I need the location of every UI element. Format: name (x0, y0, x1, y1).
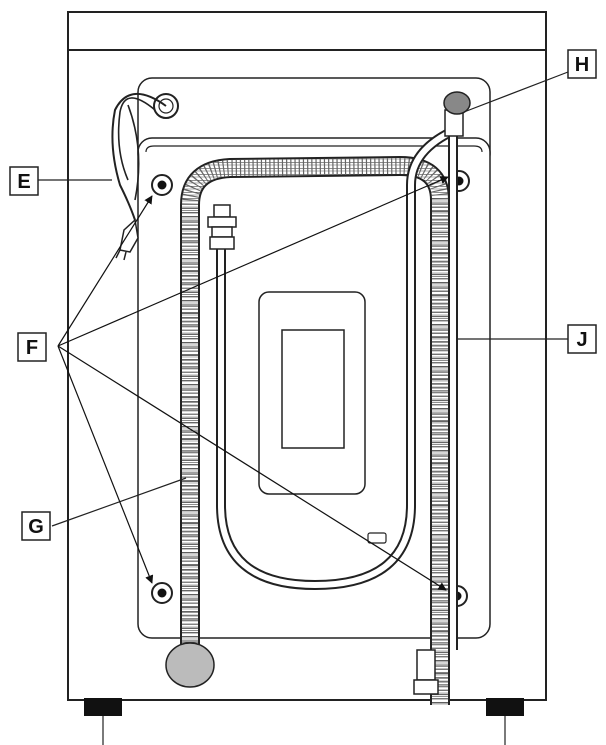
transit-bolt-bottom-left (151, 582, 173, 604)
callout-g: G (21, 511, 51, 541)
callout-e: E (9, 166, 39, 196)
leader-g (51, 477, 187, 527)
drain-hose-outlet (165, 642, 215, 688)
leader-f-arrows (57, 176, 449, 591)
callout-j: J (567, 324, 597, 354)
inlet-hose-end-fitting (413, 649, 439, 695)
callout-f: F (17, 332, 47, 362)
filter-tab (367, 532, 387, 544)
svg-text:E: E (17, 171, 30, 193)
service-panel (258, 291, 366, 495)
foot-left (84, 698, 122, 716)
inlet-hose (216, 125, 458, 590)
inlet-hose-tap-connector (207, 204, 237, 250)
drain-hose (180, 156, 450, 705)
callout-h: H (567, 49, 597, 79)
svg-text:G: G (28, 516, 44, 538)
inlet-valve (443, 91, 471, 137)
leader-h (463, 71, 569, 113)
svg-text:J: J (576, 329, 587, 351)
transit-bolt-top-left (151, 174, 173, 196)
panel-seam (145, 145, 483, 153)
foot-right (486, 698, 524, 716)
power-cord (111, 92, 167, 261)
svg-text:H: H (575, 54, 589, 76)
svg-text:F: F (26, 337, 38, 359)
